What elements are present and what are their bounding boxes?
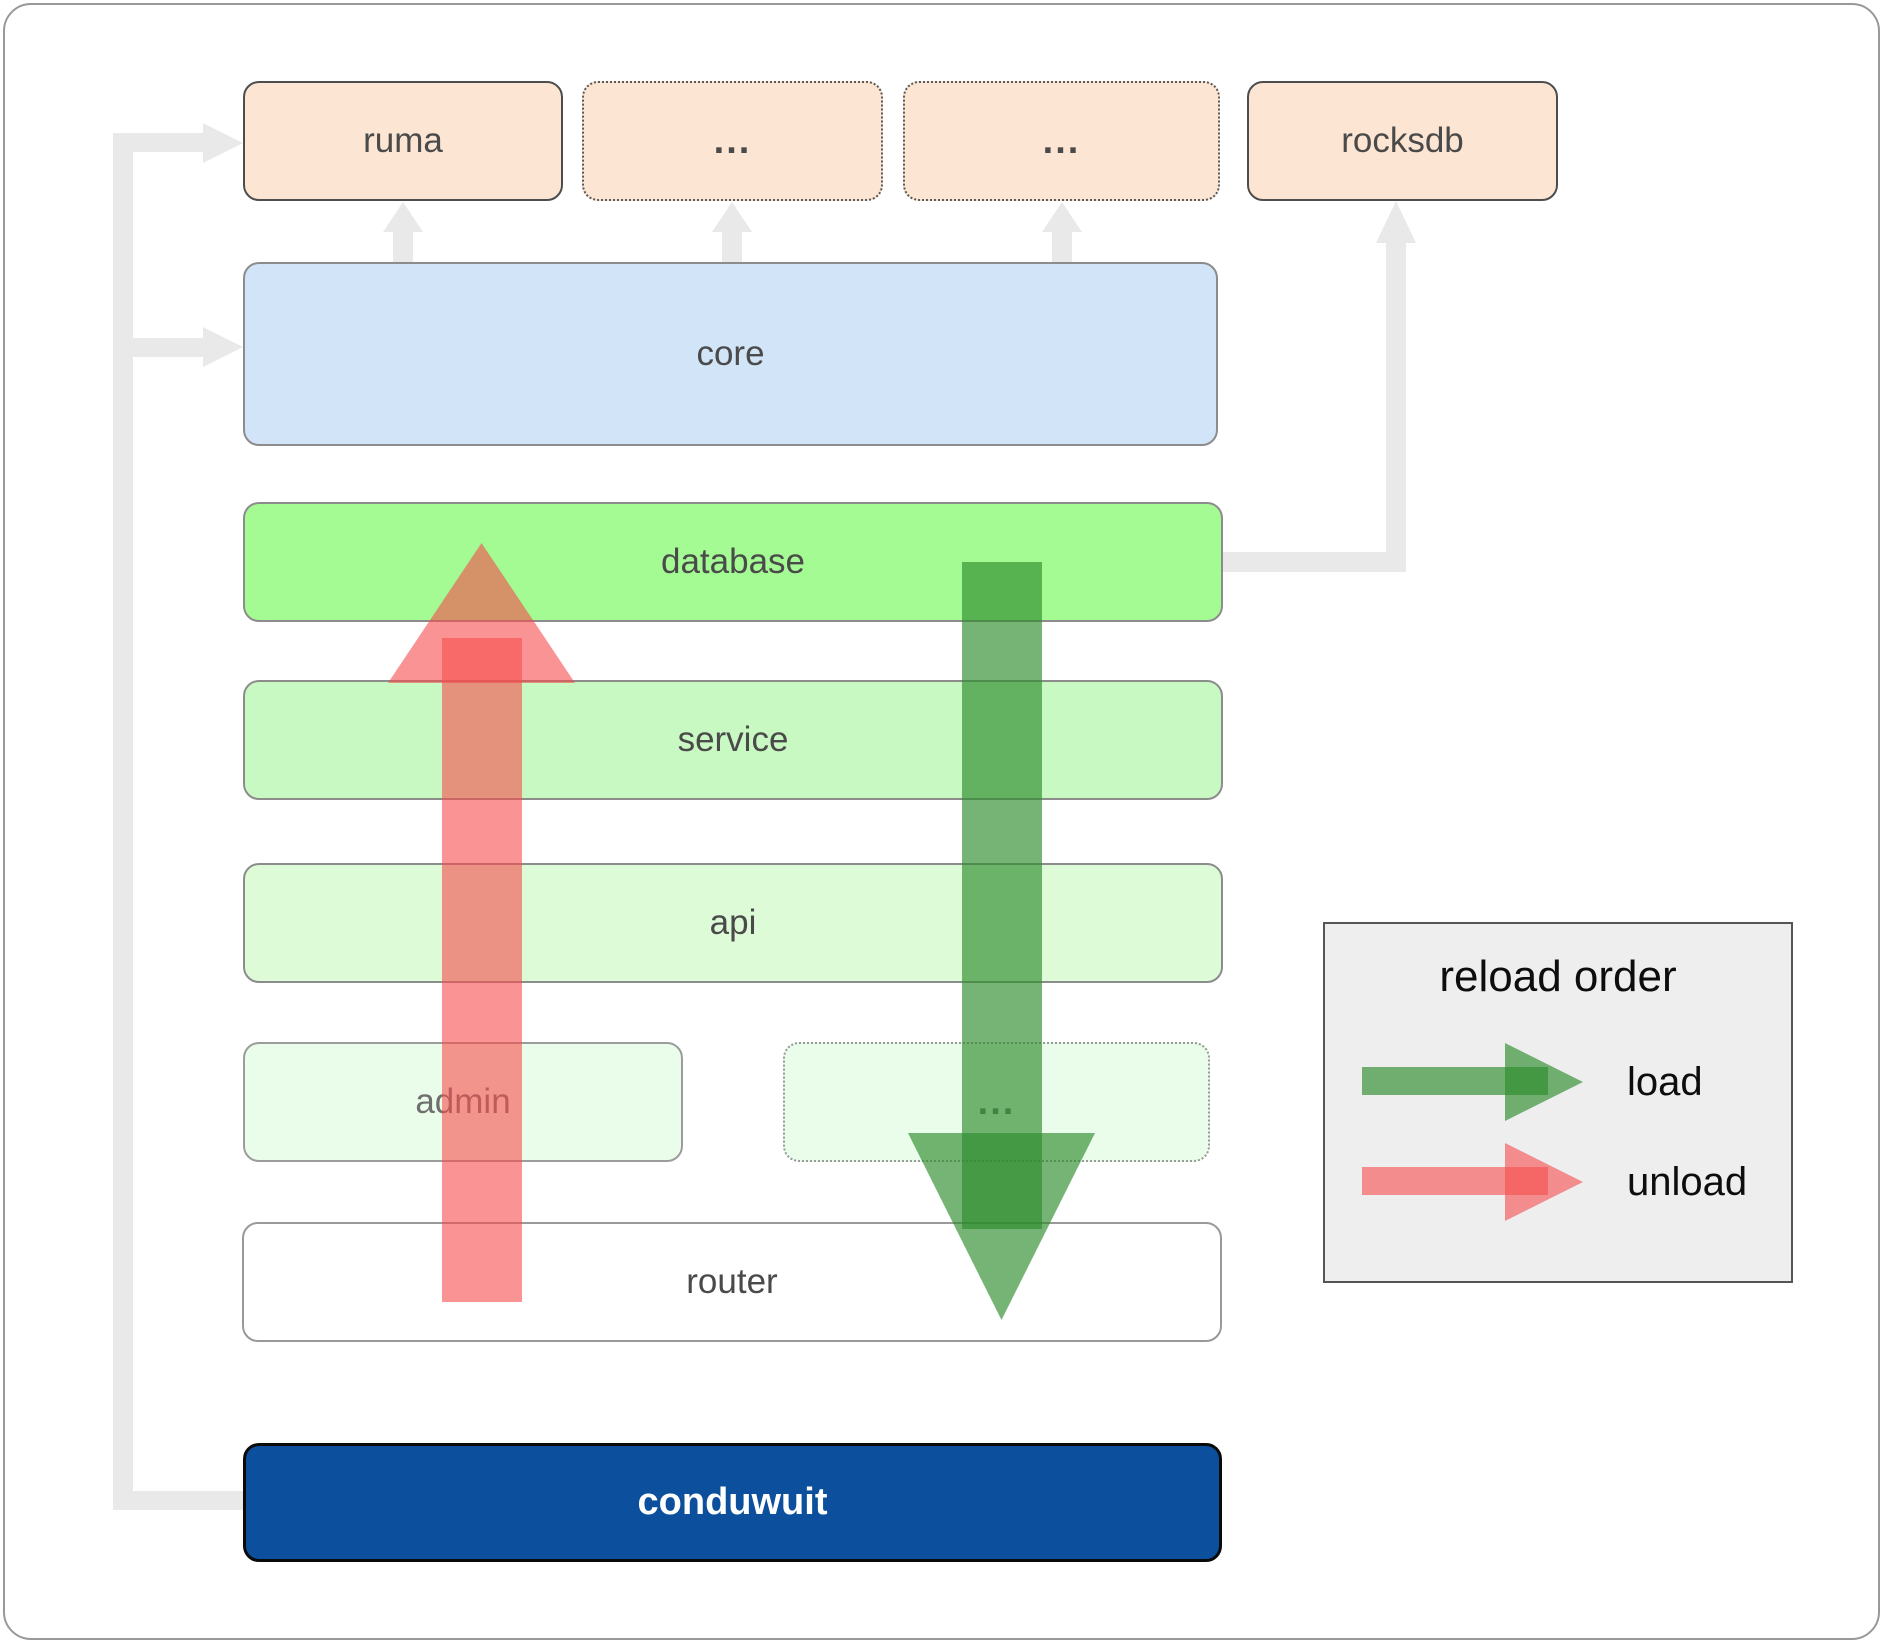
node-service: service — [243, 680, 1223, 800]
legend-box — [1323, 922, 1793, 1283]
node-core: core — [243, 262, 1218, 446]
node-ruma: ruma — [243, 81, 563, 201]
node-rocksdb: rocksdb — [1247, 81, 1558, 201]
core-to-ruma-arrow-tail — [393, 232, 413, 262]
legend-unload-label: unload — [1627, 1160, 1748, 1204]
unload-arrow-tail — [442, 638, 522, 1302]
node-core-label: core — [696, 334, 765, 373]
connector-to-ruma-line — [133, 133, 203, 152]
node-ellipsis-top-right-label: ... — [1042, 119, 1081, 162]
connector-database-rocksdb-horizontal — [1223, 552, 1406, 572]
node-ruma-label: ruma — [363, 121, 443, 160]
node-ellipsis-top-right: ... — [903, 81, 1220, 201]
core-to-ellipsis-left-arrow-tail — [722, 232, 742, 262]
node-api-label: api — [709, 903, 757, 942]
node-ellipsis-top-left-label: ... — [713, 119, 752, 162]
node-conduwuit: conduwuit — [243, 1443, 1222, 1562]
connector-database-rocksdb-vertical — [1386, 243, 1406, 572]
load-arrow-tail — [962, 562, 1042, 1229]
node-database-label: database — [660, 542, 806, 581]
node-database: database — [243, 502, 1223, 622]
core-to-ellipsis-right-arrow-tail — [1052, 232, 1072, 262]
diagram-frame — [3, 3, 1880, 1640]
node-router-label: router — [686, 1262, 778, 1301]
legend-title: reload order — [1439, 952, 1677, 1001]
node-router: router — [242, 1222, 1222, 1342]
node-ellipsis-top-left: ... — [582, 81, 883, 201]
connector-from-conduwuit-line — [133, 1491, 243, 1510]
node-service-label: service — [677, 720, 789, 759]
node-conduwuit-label: conduwuit — [637, 1481, 828, 1523]
node-rocksdb-label: rocksdb — [1341, 121, 1464, 160]
connector-conduwuit-vertical-line — [113, 133, 133, 1510]
legend-load-label: load — [1627, 1060, 1703, 1104]
connector-to-core-line — [133, 338, 203, 357]
node-api: api — [243, 863, 1223, 983]
